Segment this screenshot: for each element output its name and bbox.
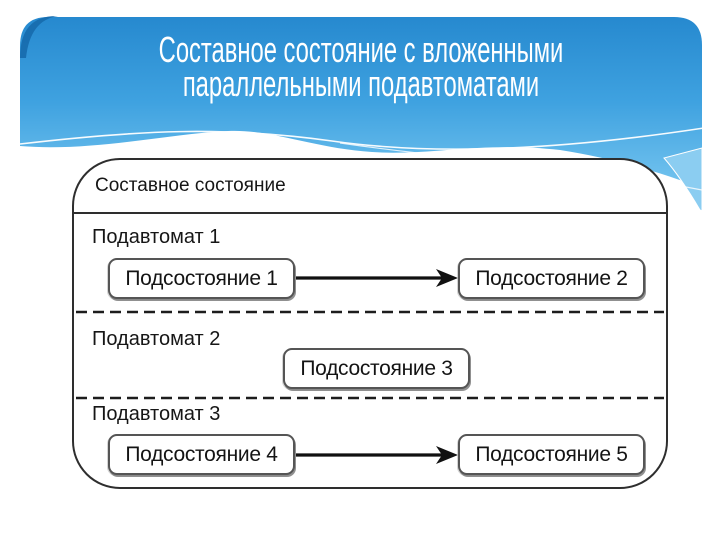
header-light-wedge — [663, 147, 703, 212]
corner-accent — [20, 15, 58, 58]
composite-state: Составное состояние Подавтомат 1 Подавто… — [72, 158, 668, 489]
state-substate-2: Подсостояние 2 — [458, 258, 645, 299]
header-blue-shape — [20, 17, 702, 188]
state-substate-1: Подсостояние 1 — [108, 258, 295, 299]
wave-line-1 — [19, 127, 705, 150]
transition-arrow-1 — [296, 269, 458, 287]
slide-title: Составное состояние с вложенными паралле… — [136, 29, 586, 104]
state-substate-1-label: Подсостояние 1 — [125, 266, 278, 290]
diagram-connectors — [76, 269, 664, 464]
state-substate-5-label: Подсостояние 5 — [475, 442, 628, 466]
state-substate-4: Подсостояние 4 — [108, 434, 295, 475]
section-2-label: Подавтомат 2 — [92, 328, 221, 350]
slide-title-line-2: параллельными подавтоматами — [182, 63, 540, 104]
composite-state-title-bar: Составное состояние — [74, 160, 666, 214]
slide-title-line-1: Составное состояние с вложенными — [158, 29, 564, 70]
state-substate-3-label: Подсостояние 3 — [300, 356, 453, 380]
composite-state-title: Составное состояние — [95, 175, 286, 196]
transition-arrow-2 — [296, 446, 458, 464]
state-substate-3: Подсостояние 3 — [283, 348, 470, 389]
state-substate-4-label: Подсостояние 4 — [125, 442, 278, 466]
section-1-label: Подавтомат 1 — [92, 226, 221, 248]
state-substate-2-label: Подсостояние 2 — [475, 266, 628, 290]
state-substate-5: Подсостояние 5 — [458, 434, 645, 475]
section-3-label: Подавтомат 3 — [92, 403, 221, 425]
